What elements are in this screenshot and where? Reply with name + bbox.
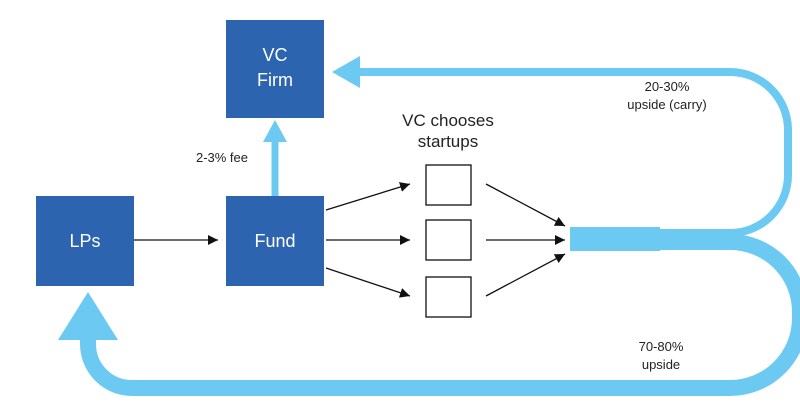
fund-box — [226, 196, 324, 286]
fee-label: 2-3% fee — [196, 150, 248, 165]
returns-collector-bar — [570, 227, 660, 251]
vc-firm-label-line1: VC — [262, 45, 287, 65]
startup-box-1 — [425, 164, 472, 206]
lps-label: LPs — [69, 231, 100, 251]
fund-to-startup-1-arrow — [325, 182, 411, 211]
carry-flow-path — [360, 68, 792, 237]
chooses-startups-label-line2: startups — [418, 132, 478, 151]
vc-firm-box — [226, 20, 324, 118]
fee-arrowhead — [263, 120, 287, 142]
carry-label-line2: upside (carry) — [627, 97, 706, 112]
startup-3-return-arrow — [485, 253, 566, 297]
lp-upside-label-line2: upside — [642, 357, 680, 372]
carry-flow-arrowhead — [332, 56, 360, 88]
startup-1-return-arrow — [485, 183, 566, 227]
chooses-startups-label-line1: VC chooses — [402, 111, 494, 130]
fund-label: Fund — [254, 231, 295, 251]
fund-to-startup-3-arrow — [325, 267, 411, 298]
carry-label-line1: 20-30% — [645, 79, 690, 94]
startup-box-2 — [425, 219, 472, 261]
lp-upside-label-line1: 70-80% — [639, 339, 684, 354]
vc-firm-label-line2: Firm — [257, 70, 293, 90]
startup-box-3 — [425, 276, 472, 318]
lp-upside-flow-arrowhead — [58, 292, 118, 340]
lp-upside-flow-path — [80, 234, 800, 396]
lps-box — [36, 196, 134, 286]
